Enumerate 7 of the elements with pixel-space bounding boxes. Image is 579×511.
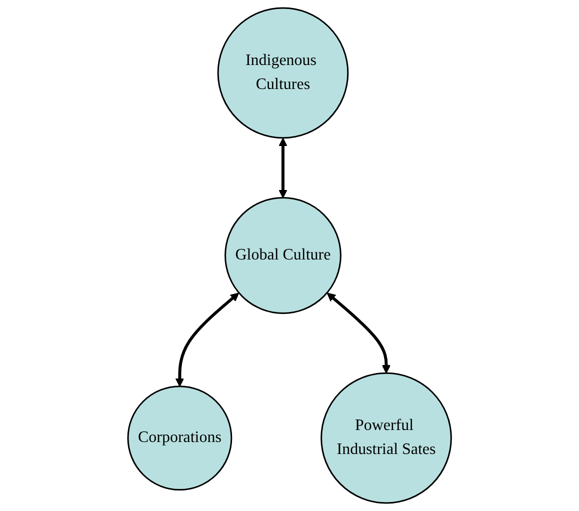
arrow bbox=[326, 292, 391, 374]
arrow bbox=[278, 138, 288, 198]
node-circle: Indigenous Cultures bbox=[217, 7, 349, 139]
node-circle: Global Culture bbox=[224, 197, 342, 314]
node-circle: Powerful Industrial Sates bbox=[320, 372, 452, 504]
node-circle: Corporations bbox=[127, 386, 232, 491]
arrow bbox=[175, 292, 239, 387]
